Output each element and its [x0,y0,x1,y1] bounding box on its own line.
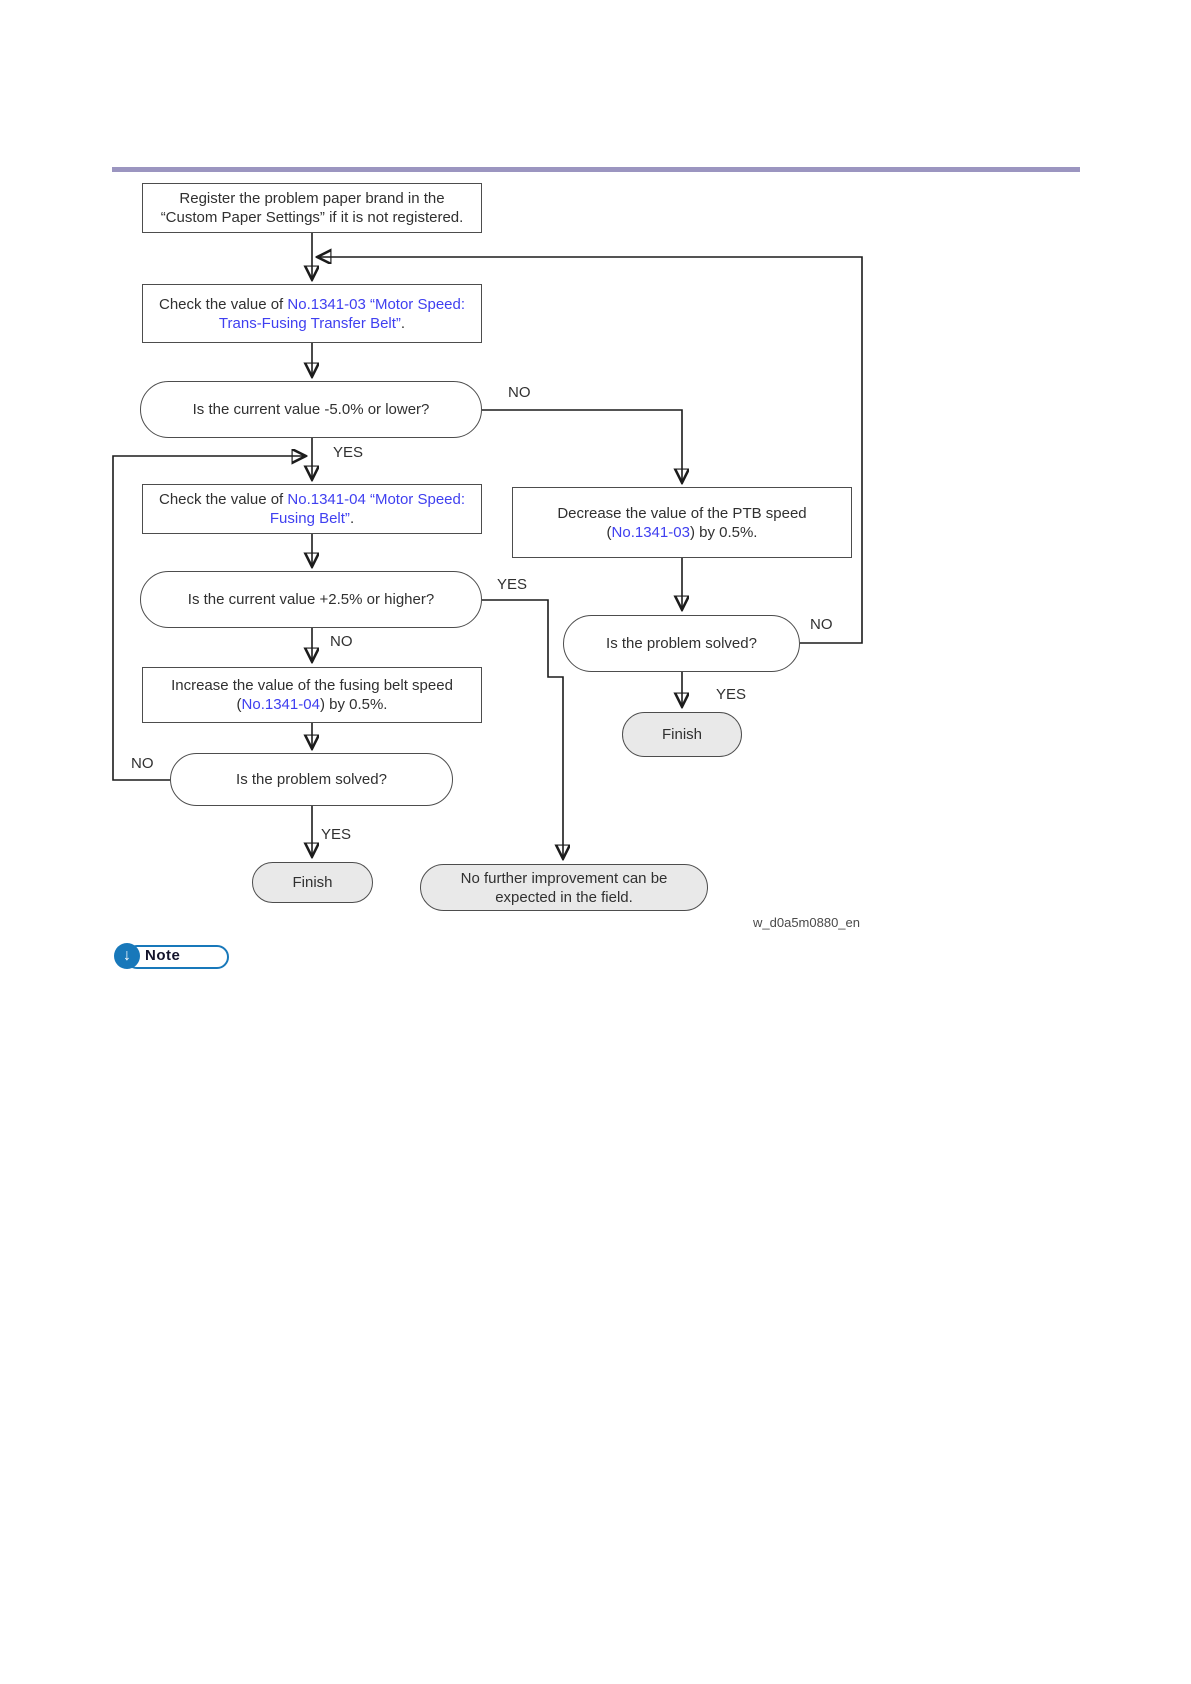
note-badge: ↓ Note [114,943,229,969]
decision-current-value-plus25: Is the current value +2.5% or higher? [140,571,482,628]
increase-sp-link[interactable]: No.1341-04 [241,696,320,713]
no-improvement-text: No further improvement can be expected i… [460,869,668,906]
node-register-paper-brand: Register the problem paper brand in the … [142,183,482,233]
terminal-no-improvement: No further improvement can be expected i… [420,864,708,911]
increase-prefix: Increase the value of the fusing belt sp… [171,677,453,713]
node-check04-text: Check the value of No.1341-04 “Motor Spe… [153,490,471,528]
check03-suffix: . [400,314,406,332]
node-check-1341-03: Check the value of No.1341-03 “Motor Spe… [142,284,482,343]
section-divider-rule [112,167,1080,172]
check04-sp-link[interactable]: No.1341-04 “Motor Speed: Fusing Belt” [269,491,466,527]
decision-current-value-minus5: Is the current value -5.0% or lower? [140,381,482,438]
decision-minus5-text: Is the current value -5.0% or lower? [192,401,430,418]
node-check-1341-04: Check the value of No.1341-04 “Motor Spe… [142,484,482,534]
label-solved-right-yes: YES [716,686,747,703]
check04-prefix: Check the value of [158,491,288,508]
note-badge-label: Note [145,947,181,964]
node-register-text: Register the problem paper brand in the … [160,190,464,226]
label-minus5-no: NO [508,384,531,401]
decrease-suffix: ) by 0.5%. [689,523,758,541]
decrease-prefix: Decrease the value of the PTB speed ( [557,504,807,541]
label-solved-right-no: NO [810,616,833,633]
node-increase-text: Increase the value of the fusing belt sp… [153,676,471,714]
check04-suffix: . [349,510,355,527]
decision-solved-right-text: Is the problem solved? [606,635,757,652]
check03-prefix: Check the value of [158,295,288,313]
finish-left-text: Finish [292,874,333,891]
note-down-arrow-icon: ↓ [114,943,140,969]
terminal-finish-right: Finish [622,712,742,757]
node-check03-text: Check the value of No.1341-03 “Motor Spe… [153,295,471,333]
terminal-finish-left: Finish [252,862,373,903]
label-plus25-yes: YES [497,576,528,593]
label-minus5-yes: YES [333,444,364,461]
edge-solvedright-no-feedback [318,257,863,644]
node-decrease-text: Decrease the value of the PTB speed (No.… [523,504,841,542]
figure-watermark: w_d0a5m0880_en [753,915,860,930]
label-plus25-no: NO [330,633,353,650]
decision-plus25-text: Is the current value +2.5% or higher? [187,591,435,608]
edge-plus25-yes-to-noimprove [482,599,563,858]
edge-minus5-no-to-decrease [482,409,682,482]
decision-problem-solved-left: Is the problem solved? [170,753,453,806]
check03-sp-link[interactable]: No.1341-03 “Motor Speed: Trans-Fusing Tr… [218,295,466,332]
finish-right-text: Finish [661,726,702,743]
label-solved-left-yes: YES [321,826,352,843]
decision-problem-solved-right: Is the problem solved? [563,615,800,672]
node-decrease-ptb-speed: Decrease the value of the PTB speed (No.… [512,487,852,558]
decrease-sp-link[interactable]: No.1341-03 [611,523,690,541]
decision-solved-left-text: Is the problem solved? [236,771,387,788]
node-increase-fusing-belt-speed: Increase the value of the fusing belt sp… [142,667,482,723]
label-solved-left-no: NO [131,755,154,772]
increase-suffix: ) by 0.5%. [319,696,388,713]
edge-solvedleft-no-feedback [112,456,305,781]
